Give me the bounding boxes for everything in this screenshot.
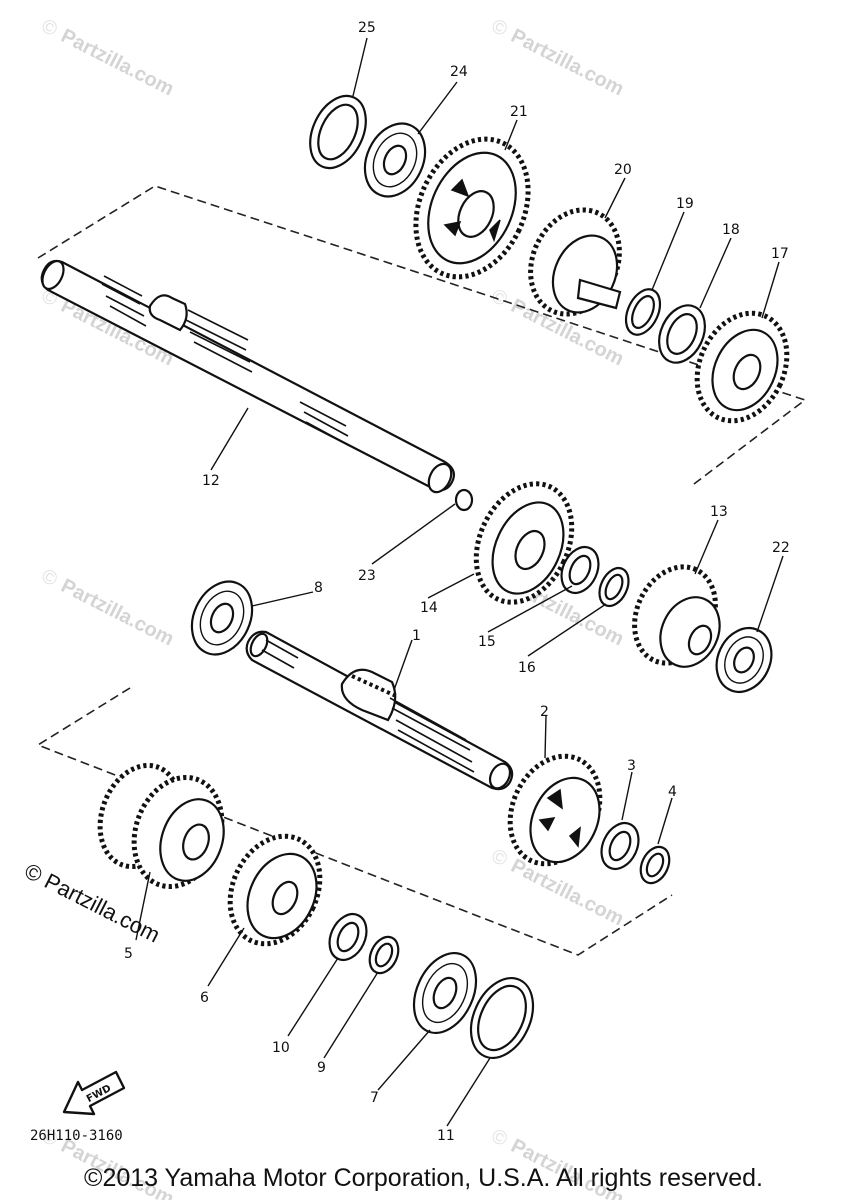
part-label-20: 20 — [614, 162, 632, 178]
circlip-4 — [639, 845, 671, 885]
collar-23 — [454, 488, 474, 512]
part-label-18: 18 — [722, 222, 740, 238]
washer-3 — [600, 821, 640, 871]
washer-10 — [328, 912, 368, 962]
part-label-23: 23 — [358, 568, 376, 584]
part-label-21: 21 — [510, 104, 528, 120]
background-watermarks: ©Partzilla.com ©Partzilla.com ©Partzilla… — [38, 15, 628, 1200]
gear-14 — [473, 481, 575, 605]
part-label-6: 6 — [200, 990, 209, 1006]
part-label-2: 2 — [540, 704, 549, 720]
copyright-notice: ©2013 Yamaha Motor Corporation, U.S.A. A… — [84, 1164, 763, 1192]
svg-text:©: © — [488, 15, 511, 41]
circlip-11 — [469, 977, 535, 1059]
drive-axle — [245, 630, 514, 791]
gear-13 — [632, 564, 721, 668]
part-label-7: 7 — [370, 1090, 379, 1106]
fwd-arrow: FWD — [62, 1070, 126, 1116]
part-label-8: 8 — [314, 580, 323, 596]
bearing-8 — [190, 580, 254, 656]
part-label-17: 17 — [771, 246, 789, 262]
part-label-9: 9 — [317, 1060, 326, 1076]
part-label-13: 13 — [710, 504, 728, 520]
bearing-24 — [363, 122, 427, 198]
svg-text:©: © — [488, 845, 511, 871]
washer-18 — [658, 304, 706, 364]
svg-text:©: © — [38, 15, 61, 41]
svg-text:Partzilla.com: Partzilla.com — [507, 25, 627, 101]
part-number-labels: 25 24 21 20 19 18 17 12 23 14 15 16 13 2… — [124, 20, 790, 1144]
circlip-19 — [624, 288, 662, 336]
part-label-4: 4 — [668, 784, 677, 800]
gear-6 — [227, 833, 323, 947]
svg-text:Partzilla.com: Partzilla.com — [57, 25, 177, 101]
circlip-25 — [309, 94, 367, 170]
part-label-3: 3 — [627, 758, 636, 774]
part-label-25: 25 — [358, 20, 376, 36]
gear-2 — [507, 753, 603, 867]
gear-20 — [528, 207, 622, 317]
svg-text:©: © — [38, 565, 61, 591]
bearing-7 — [412, 952, 478, 1034]
part-label-22: 22 — [772, 540, 790, 556]
part-label-10: 10 — [272, 1040, 290, 1056]
part-label-12: 12 — [202, 473, 220, 489]
part-label-1: 1 — [412, 628, 421, 644]
part-label-11: 11 — [437, 1128, 455, 1144]
leader-lines — [135, 37, 784, 1127]
svg-text:©: © — [488, 1125, 511, 1151]
washer-15 — [560, 545, 600, 595]
circlip-16 — [598, 566, 630, 608]
gear-21 — [413, 136, 531, 280]
gear-17 — [694, 310, 790, 424]
bearing-22 — [715, 627, 773, 693]
part-label-24: 24 — [450, 64, 468, 80]
svg-text:Partzilla.com: Partzilla.com — [57, 575, 177, 651]
part-label-19: 19 — [676, 196, 694, 212]
diagram-code: 26H110-3160 — [30, 1128, 123, 1144]
main-axle-dashed-outline — [37, 185, 807, 488]
main-axle — [40, 259, 455, 494]
part-label-15: 15 — [478, 634, 496, 650]
svg-text:©: © — [488, 285, 511, 311]
gear-5 — [97, 762, 225, 890]
part-label-16: 16 — [518, 660, 536, 676]
circlip-9 — [368, 935, 400, 975]
part-label-5: 5 — [124, 946, 133, 962]
part-label-14: 14 — [420, 600, 438, 616]
